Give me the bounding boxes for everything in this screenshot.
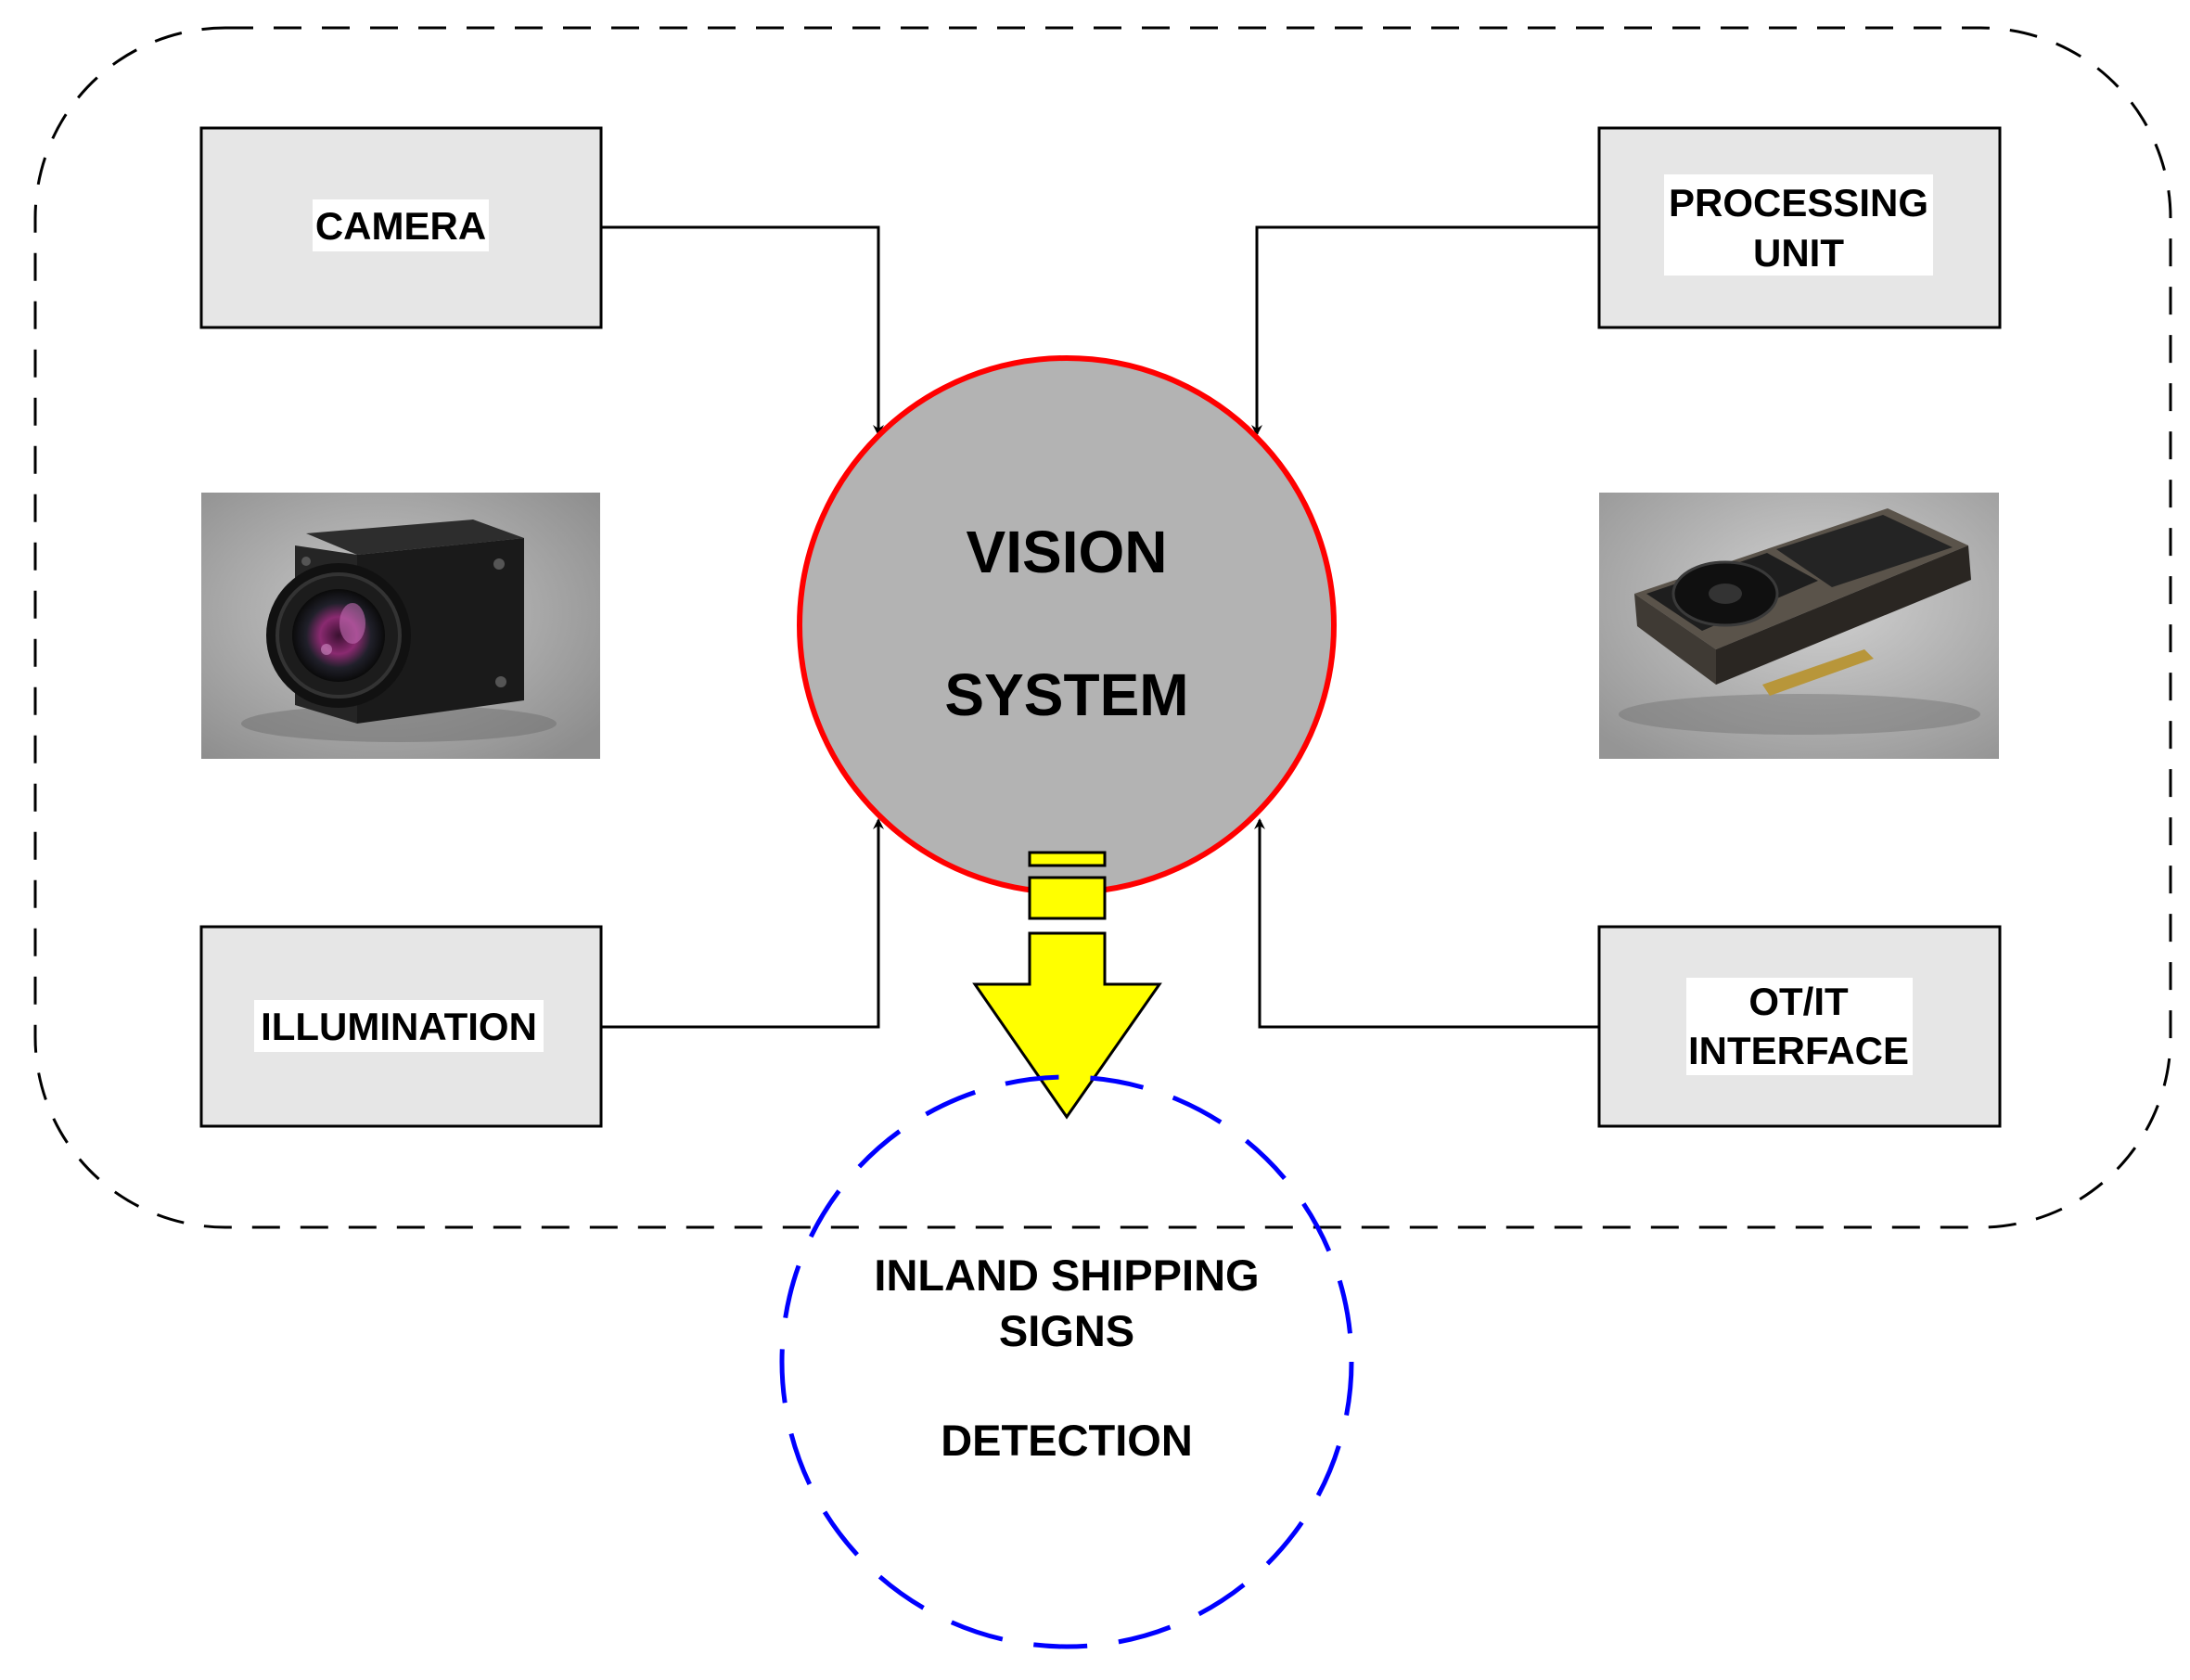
illumination-block[interactable]: ILLUMINATION bbox=[199, 925, 603, 1128]
ot-it-connector-arrow bbox=[1254, 818, 1599, 1029]
camera-label: CAMERA bbox=[315, 204, 486, 248]
detection-label-line2: SIGNS bbox=[999, 1306, 1134, 1355]
detection-label-line3: DETECTION bbox=[941, 1416, 1193, 1465]
vision-system-label-line1: VISION bbox=[967, 519, 1168, 585]
ot-it-interface-label-line1: OT/IT bbox=[1748, 980, 1849, 1023]
camera-photo bbox=[201, 493, 600, 759]
processing-unit-label-line2: UNIT bbox=[1753, 231, 1844, 275]
camera-connector-arrow bbox=[601, 225, 884, 436]
system-boundary bbox=[33, 26, 2172, 1229]
detection-node[interactable]: INLAND SHIPPING SIGNS DETECTION bbox=[779, 1074, 1354, 1649]
output-arrow bbox=[972, 851, 1162, 1120]
vision-system-node[interactable]: VISION SYSTEM bbox=[797, 355, 1337, 895]
processing-unit-block[interactable]: PROCESSING UNIT bbox=[1597, 126, 2002, 329]
ot-it-interface-block[interactable]: OT/IT INTERFACE bbox=[1597, 925, 2002, 1128]
camera-block[interactable]: CAMERA bbox=[199, 126, 603, 329]
processing-unit-label-line1: PROCESSING bbox=[1669, 181, 1928, 224]
vision-system-label-line2: SYSTEM bbox=[944, 661, 1188, 728]
illumination-connector-arrow bbox=[601, 818, 884, 1029]
detection-label-line1: INLAND SHIPPING bbox=[874, 1250, 1259, 1300]
ot-it-interface-label-line2: INTERFACE bbox=[1688, 1029, 1909, 1072]
gpu-photo bbox=[1599, 493, 1999, 759]
illumination-label: ILLUMINATION bbox=[261, 1005, 537, 1048]
processing-connector-arrow bbox=[1251, 225, 1599, 436]
